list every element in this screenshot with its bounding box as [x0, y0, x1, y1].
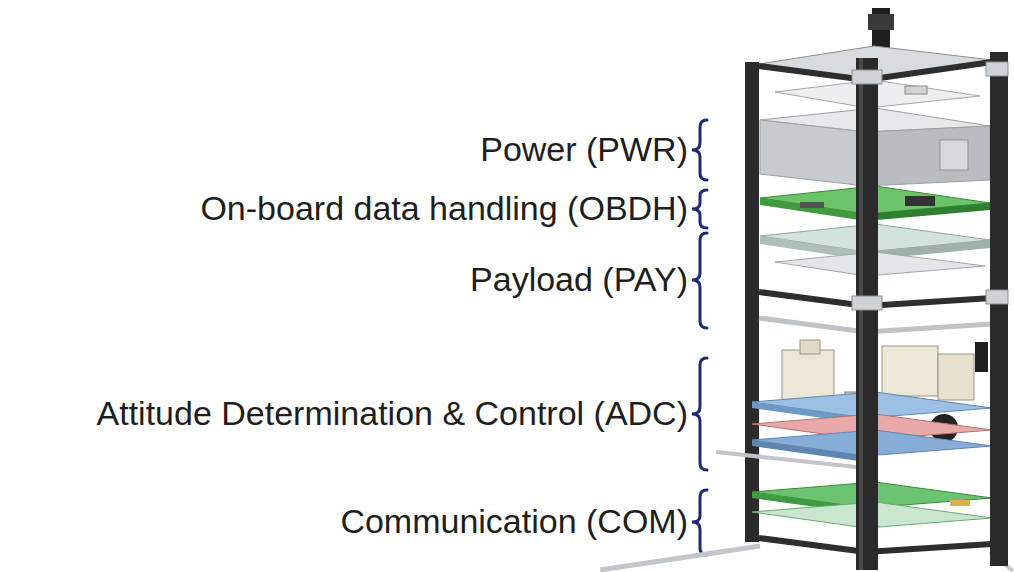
bracket: [692, 358, 707, 470]
bracket: [692, 190, 707, 228]
rail-highlight: [859, 58, 863, 570]
magnetorquer: [938, 354, 974, 400]
sensor: [975, 342, 988, 372]
rail-bracket: [986, 62, 1008, 76]
rail-bracket: [852, 70, 882, 84]
section-label: Communication (COM): [340, 502, 688, 541]
magnetorquer: [782, 350, 834, 402]
connector: [905, 86, 927, 94]
connector: [950, 500, 970, 506]
bracket: [692, 233, 707, 328]
antenna: [600, 546, 760, 570]
pwr-front: [866, 126, 990, 186]
rail: [990, 52, 1008, 566]
rail: [745, 62, 759, 542]
antenna: [716, 452, 866, 468]
magnetorquer: [882, 346, 938, 396]
section-label: On-board data handling (OBDH): [200, 189, 688, 228]
section-label: Power (PWR): [480, 130, 688, 169]
rail-bracket: [986, 290, 1008, 304]
rail-cap: [868, 14, 894, 30]
header: [905, 196, 935, 206]
bracket: [692, 120, 707, 180]
curly-brackets: [692, 120, 707, 555]
rail: [856, 58, 878, 570]
section-label: Attitude Determination & Control (ADC): [97, 394, 688, 433]
section-label: Payload (PAY): [470, 260, 688, 299]
bracket: [692, 490, 707, 555]
header: [800, 202, 824, 208]
plate: [775, 252, 985, 276]
pwr-side: [760, 120, 866, 186]
magnetorquer: [800, 340, 820, 354]
obdh-side: [760, 198, 866, 221]
rail-bracket: [852, 296, 882, 310]
battery-clip: [940, 140, 968, 170]
